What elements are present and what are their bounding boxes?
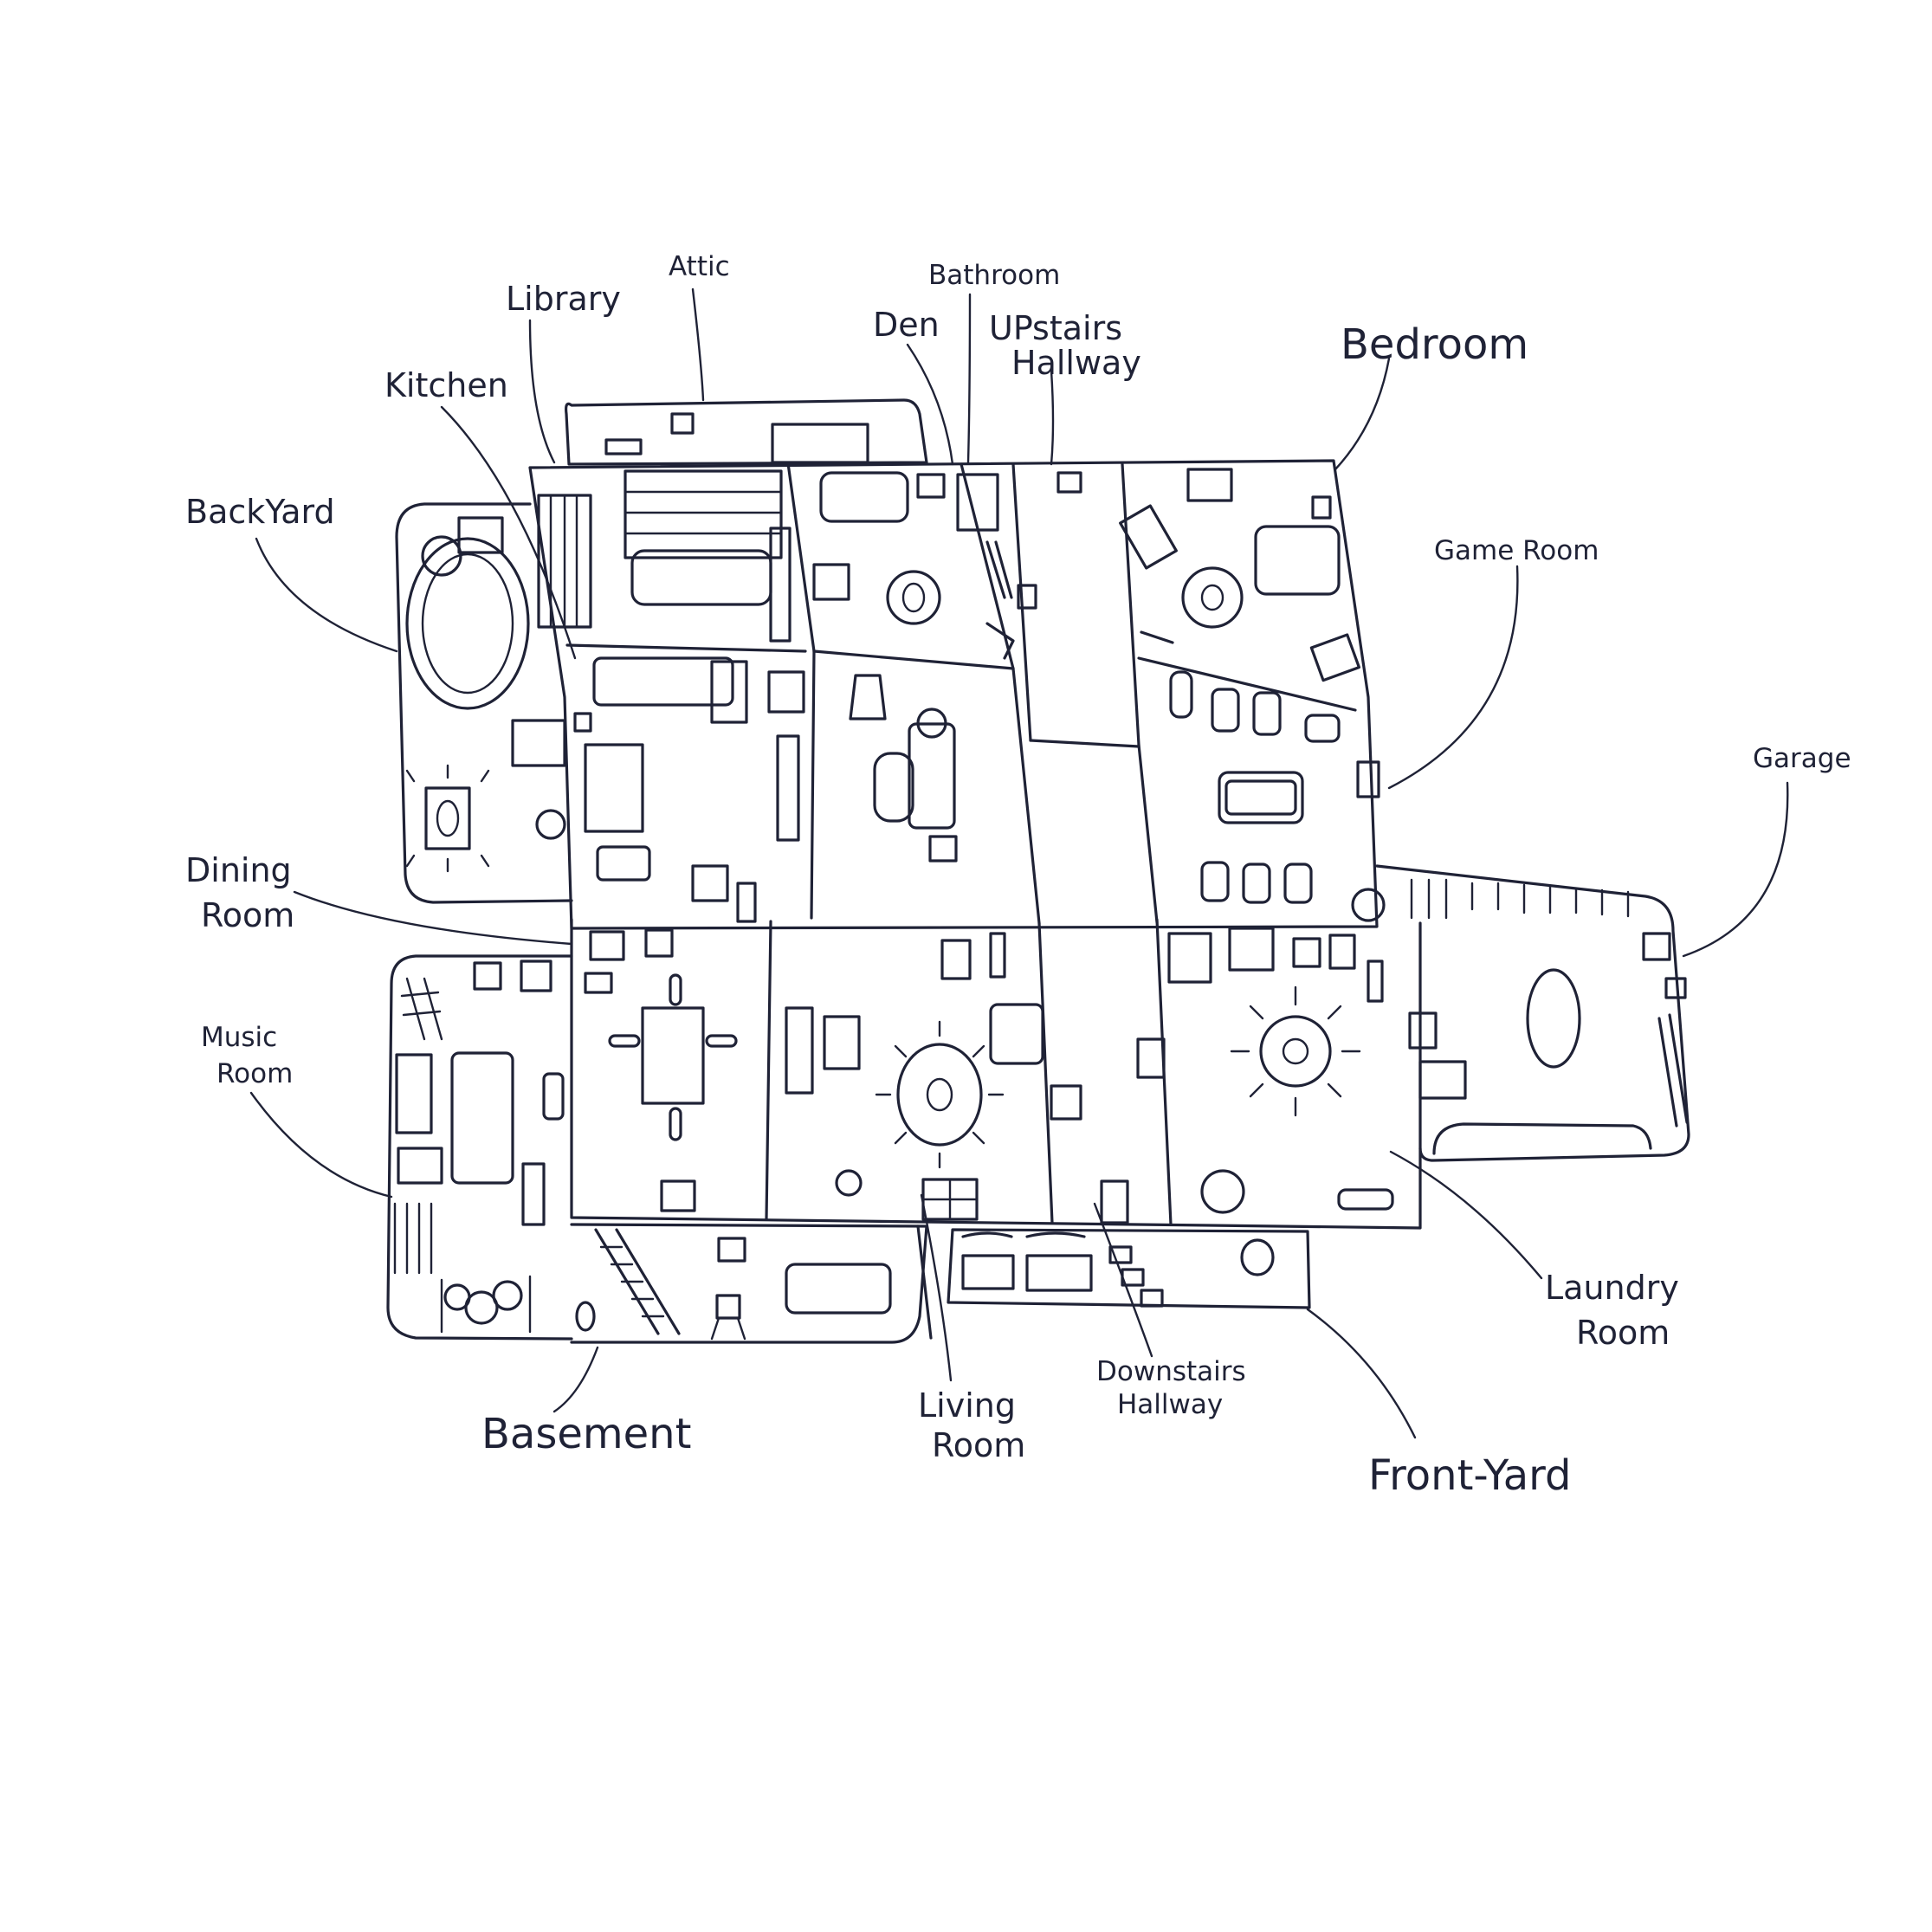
kitchen-island-icon xyxy=(584,743,644,833)
round-table-icon xyxy=(421,535,462,577)
basement-room xyxy=(570,1223,928,1344)
label-music-room-2: Room xyxy=(216,1058,293,1089)
upper-block-outline xyxy=(528,459,1379,930)
dining-table-icon xyxy=(641,1006,705,1105)
label-living-room-1: Living xyxy=(918,1386,1016,1425)
dryer-icon xyxy=(1228,927,1275,972)
car-icon xyxy=(1526,968,1581,1069)
bed-icon xyxy=(1254,525,1341,596)
label-downstairs-hallway-1: Downstairs xyxy=(1096,1356,1246,1387)
leader-lines xyxy=(249,288,1789,1439)
label-garage: Garage xyxy=(1753,743,1851,774)
label-backyard: BackYard xyxy=(185,493,335,531)
label-downstairs-hallway-2: Hallway xyxy=(1117,1389,1223,1420)
attic-room xyxy=(565,398,928,466)
label-music-room-1: Music xyxy=(201,1022,277,1053)
label-game-room: Game Room xyxy=(1434,535,1599,566)
label-dining-room-2: Room xyxy=(201,896,294,934)
label-laundry-room-2: Room xyxy=(1576,1314,1670,1352)
doghouse-icon xyxy=(457,516,504,554)
label-dining-room-1: Dining xyxy=(185,851,292,889)
label-living-room-2: Room xyxy=(932,1426,1025,1464)
front-yard-area xyxy=(947,1228,1311,1309)
armchair-icon xyxy=(908,722,956,830)
label-basement: Basement xyxy=(481,1410,691,1458)
washer-icon xyxy=(1167,932,1212,984)
furniture xyxy=(393,412,1689,1341)
backyard-area xyxy=(395,502,573,904)
piano-icon xyxy=(450,1051,514,1185)
library-room xyxy=(565,643,807,653)
label-library: Library xyxy=(506,280,621,318)
label-front-yard: Front-Yard xyxy=(1368,1451,1572,1500)
label-den: Den xyxy=(873,306,940,344)
label-attic: Attic xyxy=(669,251,730,282)
label-bathroom: Bathroom xyxy=(928,260,1060,291)
garage-area xyxy=(1375,864,1690,1162)
pool-table-icon xyxy=(1218,771,1304,824)
counter-icon xyxy=(592,656,734,707)
house-outline xyxy=(386,398,1690,1344)
label-upstairs-hallway-1: UPstairs xyxy=(989,309,1122,347)
dartboard-icon xyxy=(1351,888,1386,922)
label-upstairs-hallway-2: Hallway xyxy=(1011,344,1141,382)
bookshelf-icon-2 xyxy=(624,469,783,559)
room-labels: Attic Library Bathroom Den UPstairs Hall… xyxy=(185,251,1851,1500)
pond-icon xyxy=(405,537,530,710)
label-bedroom: Bedroom xyxy=(1341,320,1528,369)
grill-icon xyxy=(424,786,471,850)
label-kitchen: Kitchen xyxy=(384,366,508,404)
music-room xyxy=(386,954,573,1341)
bathtub-icon xyxy=(819,471,909,523)
label-laundry-room-1: Laundry xyxy=(1545,1269,1679,1307)
rug-icon xyxy=(896,1043,983,1147)
couch-icon xyxy=(785,1263,892,1315)
